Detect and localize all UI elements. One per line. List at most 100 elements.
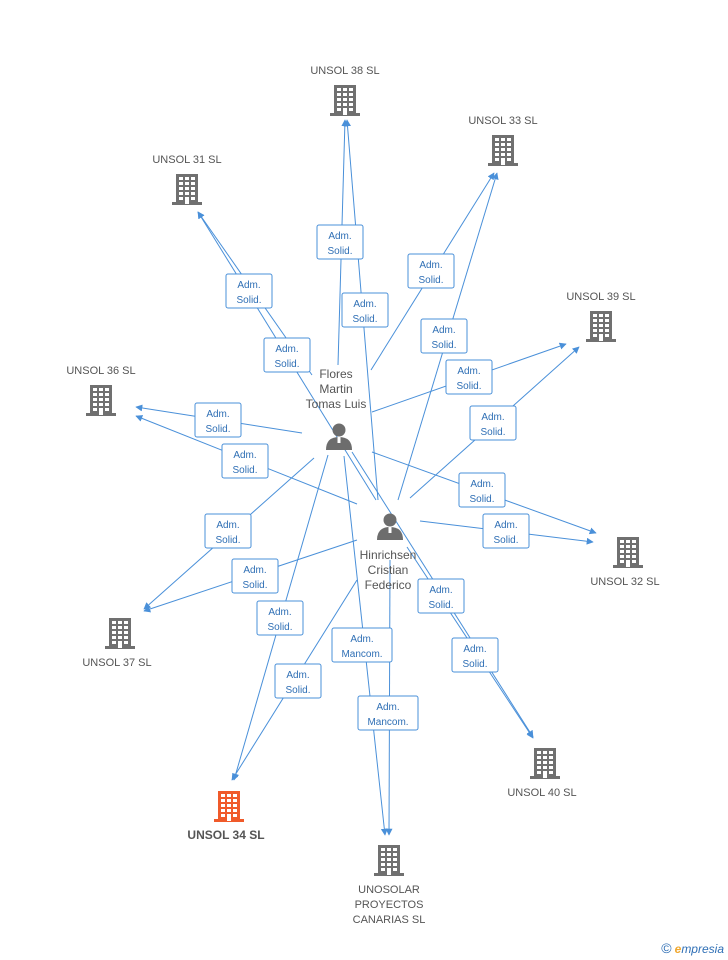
building-icon xyxy=(214,791,244,822)
company-node-c33[interactable]: UNSOL 33 SL xyxy=(468,115,538,166)
company-label: UNSOL 36 SL xyxy=(66,365,135,377)
building-icon xyxy=(374,845,404,876)
relation-label: Adm.Solid. xyxy=(420,318,468,354)
person-label: Martin xyxy=(319,382,352,396)
relation-text: Solid. xyxy=(456,381,481,392)
company-label: CANARIAS SL xyxy=(353,914,426,926)
relation-box xyxy=(445,359,493,395)
relation-label: Adm.Solid. xyxy=(204,513,252,549)
brand-logo-initial: e xyxy=(674,942,682,956)
relation-label: Adm.Solid. xyxy=(445,359,493,395)
relation-text: Solid. xyxy=(215,535,240,546)
company-label: UNSOL 31 SL xyxy=(152,154,221,166)
company-label: UNSOL 33 SL xyxy=(468,115,537,127)
relation-label: Adm. Solid. xyxy=(221,443,269,479)
relation-box xyxy=(274,663,322,699)
company-node-c38[interactable]: UNSOL 38 SL xyxy=(310,65,380,116)
relation-text: Adm. xyxy=(470,479,493,490)
relation-text: Solid. xyxy=(242,580,267,591)
person-label: Federico xyxy=(365,578,412,592)
relation-text: Solid. xyxy=(205,424,230,435)
relation-text: Adm. xyxy=(328,231,351,242)
relation-label: Adm. Solid. xyxy=(316,224,364,260)
building-icon xyxy=(172,174,202,205)
relation-label: Adm. Solid. xyxy=(194,402,242,438)
relation-label: Adm.Mancom. xyxy=(331,627,393,663)
relation-box xyxy=(316,224,364,260)
relation-label: Adm. Solid. xyxy=(225,273,273,309)
relation-box xyxy=(451,637,499,673)
relation-box xyxy=(221,443,269,479)
relation-text: Adm. xyxy=(353,299,376,310)
relation-label: Adm. Solid. xyxy=(407,253,455,289)
relation-labels-layer: Adm. Solid. Adm. Solid. Adm. Solid. Adm. Solid.… xyxy=(194,224,530,731)
brand-logo-text: mpresia xyxy=(681,942,724,956)
company-node-c34[interactable]: UNSOL 34 SL xyxy=(187,791,265,842)
building-icon xyxy=(613,537,643,568)
relation-text: Solid. xyxy=(428,600,453,611)
relation-box xyxy=(231,558,279,594)
relation-text: Adm. xyxy=(243,565,266,576)
relation-label: Adm.Solid. xyxy=(274,663,322,699)
relation-text: Adm. xyxy=(376,702,399,713)
person-label: Cristian xyxy=(368,563,409,577)
relation-label: Adm.Solid. xyxy=(341,292,389,328)
relation-text: Adm. xyxy=(432,325,455,336)
relation-text: Solid. xyxy=(493,535,518,546)
relation-text: Mancom. xyxy=(367,717,408,728)
relation-text: Adm. xyxy=(237,280,260,291)
relation-text: Adm. xyxy=(275,344,298,355)
company-label: UNSOL 37 SL xyxy=(82,657,151,669)
person-icon xyxy=(326,423,352,450)
relation-text: Solid. xyxy=(285,685,310,696)
company-label: UNSOL 32 SL xyxy=(590,576,659,588)
company-label: UNSOL 34 SL xyxy=(187,828,264,842)
company-node-c39[interactable]: UNSOL 39 SL xyxy=(566,291,636,342)
relation-text: Adm. xyxy=(233,450,256,461)
relation-text: Solid. xyxy=(469,494,494,505)
company-label: UNOSOLAR xyxy=(358,884,420,896)
building-icon xyxy=(105,618,135,649)
relation-text: Adm. xyxy=(206,409,229,420)
relation-text: Adm. xyxy=(429,585,452,596)
relation-label: Adm. Solid. xyxy=(458,472,506,508)
building-icon xyxy=(86,385,116,416)
nodes-layer: UNSOL 38 SL UNSOL 33 SL UNSOL 31 SL UNSOL 3… xyxy=(66,65,659,926)
relation-box xyxy=(469,405,517,441)
company-node-c36[interactable]: UNSOL 36 SL xyxy=(66,365,136,416)
relation-box xyxy=(331,627,393,663)
company-node-c31[interactable]: UNSOL 31 SL xyxy=(152,154,222,205)
person-label: Tomas Luis xyxy=(306,397,367,411)
person-icon xyxy=(377,513,403,540)
relation-text: Adm. xyxy=(463,644,486,655)
relation-box xyxy=(458,472,506,508)
relation-text: Solid. xyxy=(418,275,443,286)
relation-text: Adm. xyxy=(481,412,504,423)
brand-footer: ©empresia xyxy=(661,940,724,956)
relation-box xyxy=(482,513,530,549)
building-icon xyxy=(586,311,616,342)
building-icon xyxy=(488,135,518,166)
relation-text: Solid. xyxy=(462,659,487,670)
company-node-c40[interactable]: UNSOL 40 SL xyxy=(507,748,577,799)
relation-label: Adm.Solid. xyxy=(256,600,304,636)
company-node-c32[interactable]: UNSOL 32 SL xyxy=(590,537,660,588)
company-node-c37[interactable]: UNSOL 37 SL xyxy=(82,618,152,669)
copyright-symbol: © xyxy=(661,940,672,956)
relation-box xyxy=(357,695,419,731)
relation-label: Adm. Solid. xyxy=(451,637,499,673)
company-label: UNSOL 39 SL xyxy=(566,291,635,303)
relation-text: Solid. xyxy=(236,295,261,306)
person-label: Flores xyxy=(319,367,352,381)
relation-text: Adm. xyxy=(494,520,517,531)
relation-text: Solid. xyxy=(327,246,352,257)
relation-text: Adm. xyxy=(268,607,291,618)
relation-text: Solid. xyxy=(232,465,257,476)
relation-label: Adm. Solid. xyxy=(417,578,465,614)
relation-text: Adm. xyxy=(419,260,442,271)
relation-text: Solid. xyxy=(480,427,505,438)
